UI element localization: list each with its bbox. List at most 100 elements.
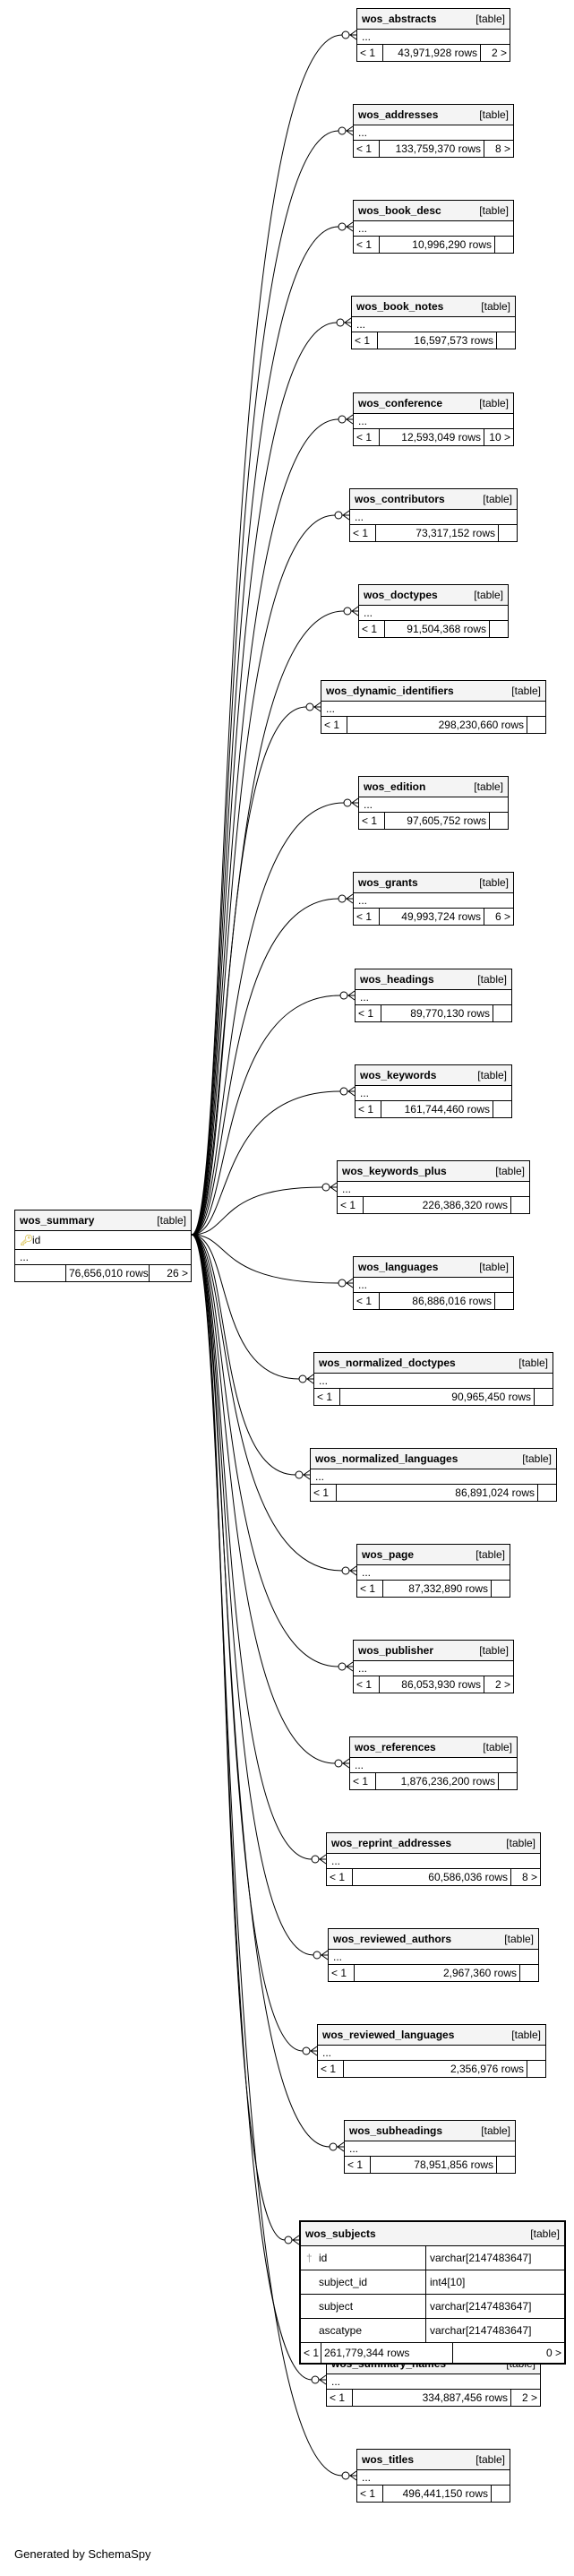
- parents-count[interactable]: < 1: [357, 45, 383, 61]
- table-name[interactable]: wos_normalized_languages: [315, 1452, 458, 1465]
- table-name[interactable]: wos_summary: [20, 1214, 95, 1227]
- parents-count[interactable]: < 1: [301, 2343, 321, 2363]
- column-row-id[interactable]: 🔑︎id: [15, 1231, 191, 1250]
- table-name[interactable]: wos_keywords_plus: [342, 1165, 447, 1177]
- children-count[interactable]: 6 >: [494, 910, 510, 923]
- parents-count[interactable]: < 1: [311, 1485, 337, 1501]
- parents-count[interactable]: < 1: [359, 621, 385, 637]
- parents-count[interactable]: < 1: [350, 1773, 376, 1789]
- parents-count[interactable]: < 1: [327, 1869, 353, 1885]
- table-name[interactable]: wos_reprint_addresses: [331, 1837, 452, 1849]
- table-name[interactable]: wos_normalized_doctypes: [319, 1357, 456, 1369]
- parents-count[interactable]: < 1: [359, 813, 385, 829]
- table-name[interactable]: wos_addresses: [358, 108, 439, 121]
- parents-count[interactable]: < 1: [357, 1581, 383, 1597]
- parents-count[interactable]: < 1: [356, 1101, 381, 1117]
- table-kind: [table]: [511, 685, 541, 697]
- table-name[interactable]: wos_edition: [364, 780, 426, 793]
- parents-count[interactable]: < 1: [327, 2390, 353, 2406]
- children-count[interactable]: 26 >: [167, 1267, 188, 1279]
- crowfoot-marker: [349, 1565, 357, 1576]
- parents-count[interactable]: < 1: [354, 237, 380, 253]
- table-name[interactable]: wos_subheadings: [349, 2124, 443, 2137]
- parents-count[interactable]: < 1: [354, 1676, 380, 1693]
- table-name[interactable]: wos_reviewed_languages: [322, 2029, 455, 2041]
- table-name[interactable]: wos_languages: [358, 1261, 439, 1273]
- children-count[interactable]: 2 >: [521, 2391, 537, 2404]
- ellipsis-row: ...: [321, 702, 545, 717]
- table-name[interactable]: wos_contributors: [355, 493, 445, 505]
- parents-count[interactable]: < 1: [329, 1965, 355, 1981]
- children-count[interactable]: 0 >: [545, 2347, 561, 2359]
- parents-count[interactable]: < 1: [314, 1389, 340, 1405]
- table-name[interactable]: wos_page: [362, 1548, 415, 1561]
- parents-count[interactable]: < 1: [356, 1005, 381, 1021]
- parents-count[interactable]: < 1: [318, 2061, 344, 2077]
- parents-count[interactable]: < 1: [357, 2486, 383, 2502]
- table-name[interactable]: wos_dynamic_identifiers: [326, 685, 454, 697]
- children-count[interactable]: 8 >: [494, 142, 510, 155]
- table-name[interactable]: wos_titles: [362, 2453, 415, 2466]
- parents-count[interactable]: < 1: [338, 1197, 364, 1213]
- children-count[interactable]: 8 >: [521, 1871, 537, 1883]
- column-row-subject[interactable]: subject varchar[2147483647]: [301, 2295, 564, 2319]
- generated-by-footer: Generated by SchemaSpy: [14, 2547, 151, 2561]
- table-name[interactable]: wos_grants: [358, 876, 418, 889]
- column-row-subject-id[interactable]: subject_id int4[10]: [301, 2270, 564, 2295]
- children-count[interactable]: 10 >: [489, 431, 510, 444]
- table-name[interactable]: wos_book_desc: [358, 204, 441, 217]
- parents-count[interactable]: < 1: [354, 909, 380, 925]
- table-header: wos_titles[table]: [357, 2450, 510, 2470]
- table-name[interactable]: wos_book_notes: [356, 300, 444, 313]
- table-name[interactable]: wos_doctypes: [364, 589, 438, 601]
- optional-marker: [341, 30, 350, 39]
- table-name[interactable]: wos_conference: [358, 397, 443, 409]
- table-name[interactable]: wos_headings: [360, 973, 434, 986]
- parents-count[interactable]: < 1: [350, 525, 376, 541]
- children-count: [527, 2061, 545, 2077]
- table-name[interactable]: wos_keywords: [360, 1069, 437, 1081]
- parents-count[interactable]: < 1: [352, 332, 378, 349]
- table-wos-subjects[interactable]: wos_subjects [table] †id varchar[2147483…: [299, 2220, 566, 2365]
- column-row-id[interactable]: †id varchar[2147483647]: [301, 2246, 564, 2270]
- children-count[interactable]: 2 >: [494, 1678, 510, 1691]
- parents-count[interactable]: < 1: [354, 429, 380, 445]
- column-row-ascatype[interactable]: ascatype varchar[2147483647]: [301, 2319, 564, 2343]
- table-name[interactable]: wos_publisher: [358, 1644, 434, 1657]
- table-name[interactable]: wos_reviewed_authors: [333, 1933, 452, 1945]
- table-name[interactable]: wos_abstracts: [362, 13, 437, 25]
- parents-count[interactable]: < 1: [345, 2157, 371, 2173]
- table-wos-summary[interactable]: wos_summary [table] 🔑︎id ... 76,656,010 …: [14, 1210, 192, 1282]
- table-name[interactable]: wos_references: [355, 1741, 436, 1753]
- parents-count[interactable]: < 1: [321, 717, 347, 733]
- parents-count[interactable]: < 1: [354, 141, 380, 157]
- parents-count[interactable]: < 1: [354, 1293, 380, 1309]
- table-name[interactable]: wos_subjects: [305, 2227, 376, 2240]
- children-count[interactable]: 2 >: [491, 47, 507, 59]
- relationship-line: [191, 418, 353, 1236]
